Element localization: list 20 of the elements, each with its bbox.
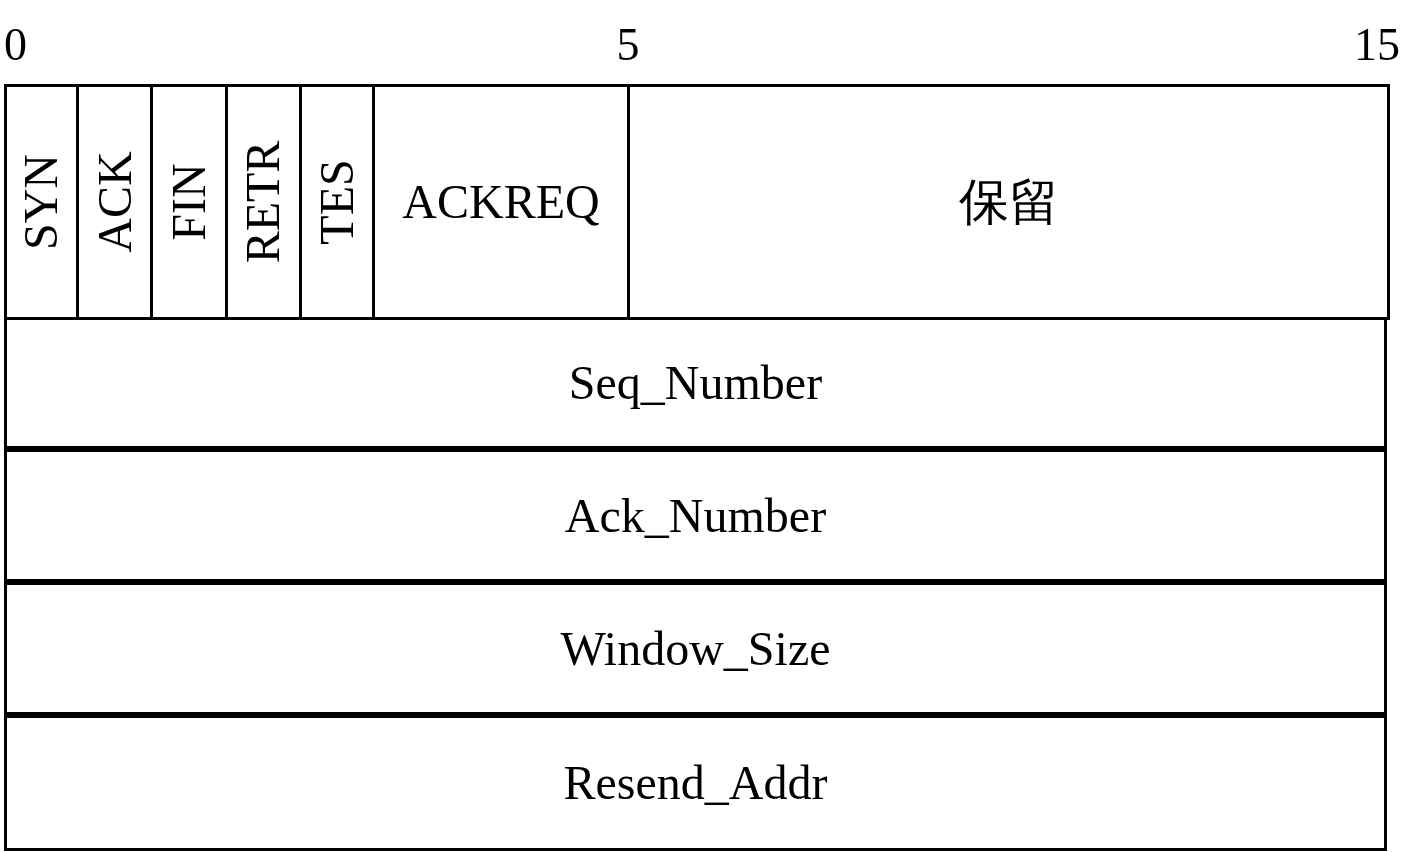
header-field	[4, 715, 1387, 851]
header-field	[4, 449, 1387, 582]
reserved-field	[627, 84, 1390, 320]
field-label: SYN	[17, 154, 66, 250]
field-label: RETR	[239, 140, 288, 264]
bit-index: 0	[4, 22, 27, 68]
field-label: Ack_Number	[564, 491, 827, 540]
bit-index: 5	[616, 22, 640, 68]
flag-field	[4, 84, 79, 320]
header-field	[4, 582, 1387, 715]
field-label: TES	[313, 159, 361, 245]
header-field	[4, 317, 1387, 449]
field-label: FIN	[165, 163, 213, 241]
bit-index: 15	[1354, 22, 1400, 68]
field-label: Resend_Addr	[563, 759, 828, 807]
field-label: Window_Size	[560, 624, 831, 673]
field-label: 保留	[958, 177, 1059, 227]
field-label: Seq_Number	[568, 359, 823, 407]
field-label: ACKREQ	[402, 178, 600, 226]
field-label: ACK	[90, 151, 139, 253]
